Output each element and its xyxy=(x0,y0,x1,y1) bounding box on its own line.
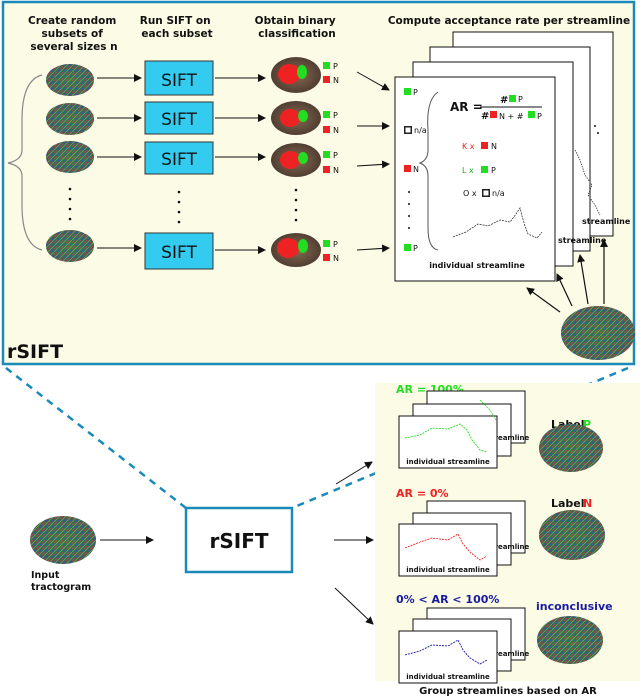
header-binary-classification: Obtain binary classification xyxy=(255,15,340,40)
arrows-rsift-to-groups xyxy=(334,461,374,625)
group-rejected: AR = 0% streamline individual streamline… xyxy=(396,487,605,577)
full-tractogram-brain-top xyxy=(561,306,635,360)
group-accepted: AR = 100% streamline individual streamli… xyxy=(396,383,603,472)
group-inconclusive: 0% < AR < 100% streamline individual str… xyxy=(396,593,613,684)
sift-box-3: SIFT xyxy=(144,141,214,175)
arrows-to-sift xyxy=(97,74,142,252)
front-card-label: individual streamline xyxy=(429,261,525,270)
svg-text:streamline: streamline xyxy=(487,434,530,442)
front-streamline-path xyxy=(452,207,543,239)
tractogram-subset-brain-1 xyxy=(46,64,94,96)
svg-text:P: P xyxy=(333,111,338,120)
formula-lhs: AR = xyxy=(450,100,483,114)
input-tractogram-label: Input tractogram xyxy=(31,570,91,593)
classified-brain-4 xyxy=(271,233,321,267)
svg-text:streamline: streamline xyxy=(487,650,530,658)
svg-text:SIFT: SIFT xyxy=(161,71,197,91)
sift-box-2: SIFT xyxy=(144,101,214,135)
svg-text:N: N xyxy=(333,254,339,263)
header-create-subsets: Create random subsets of several sizes n xyxy=(28,15,120,53)
classified-brain-2 xyxy=(271,101,321,135)
tractogram-subset-brain-2 xyxy=(46,103,94,135)
sift-box-1: SIFT xyxy=(144,60,214,96)
svg-text:n/a: n/a xyxy=(414,126,427,135)
group-rejected-ar: AR = 0% xyxy=(396,487,449,500)
header-acceptance-rate: Compute acceptance rate per streamline xyxy=(388,15,630,27)
input-tractogram-brain xyxy=(30,516,96,564)
count-k: K x xyxy=(462,142,475,151)
svg-text:N: N xyxy=(333,76,339,85)
front-streamline-card: P n/a N P AR = # P # N + # P K x N L x P… xyxy=(404,88,543,270)
svg-text:P: P xyxy=(413,88,418,97)
svg-text:N: N xyxy=(413,165,419,174)
svg-text:SIFT: SIFT xyxy=(161,110,197,130)
group-rejected-label: Label xyxy=(551,497,585,510)
formula-den-a: # xyxy=(481,111,489,122)
classification-legend-1: P N xyxy=(323,62,339,85)
svg-text:individual streamline: individual streamline xyxy=(406,566,490,574)
formula-numerator-p: P xyxy=(518,95,523,104)
back-card-label-2: streamline xyxy=(558,236,607,245)
svg-text:P: P xyxy=(413,244,418,253)
classification-legend-4: P N xyxy=(323,240,339,263)
svg-text:N: N xyxy=(333,166,339,175)
svg-text:P: P xyxy=(333,151,338,160)
subset-brace xyxy=(7,74,43,251)
svg-text:N: N xyxy=(583,497,592,510)
svg-text:rSIFT: rSIFT xyxy=(209,529,268,553)
svg-text:P: P xyxy=(333,240,338,249)
header-run-sift: Run SIFT on each subset xyxy=(140,15,215,40)
formula-den-p: P xyxy=(537,112,542,121)
arrows-to-cards xyxy=(356,71,390,253)
svg-text:P: P xyxy=(583,418,591,431)
arrows-brain-to-cards xyxy=(526,239,608,313)
classification-legend-3: P N xyxy=(323,151,339,175)
classification-legend-2: P N xyxy=(323,111,339,135)
classified-brain-3 xyxy=(271,143,321,177)
svg-text:N: N xyxy=(491,142,497,151)
rsift-box: rSIFT xyxy=(184,506,294,574)
svg-text:n/a: n/a xyxy=(492,189,505,198)
svg-text:SIFT: SIFT xyxy=(161,243,197,263)
svg-text:P: P xyxy=(333,62,338,71)
sift-box-4: SIFT xyxy=(144,232,214,270)
back-card-label-1: streamline xyxy=(582,217,631,226)
group-inconclusive-label: inconclusive xyxy=(536,600,613,613)
formula-numerator: # xyxy=(500,95,508,106)
rsift-panel-label: rSIFT xyxy=(7,341,63,363)
svg-text:P: P xyxy=(491,166,496,175)
count-o: O x xyxy=(463,189,477,198)
svg-text:individual streamline: individual streamline xyxy=(406,673,490,681)
group-inconclusive-ar: 0% < AR < 100% xyxy=(396,593,499,606)
groups-footer: Group streamlines based on AR xyxy=(419,686,597,697)
count-l: L x xyxy=(462,166,474,175)
streamline-card-stack: streamline streamline xyxy=(394,31,631,282)
svg-text:individual streamline: individual streamline xyxy=(406,458,490,466)
tractogram-subset-brain-4 xyxy=(46,230,94,262)
arrows-to-classification xyxy=(215,74,266,254)
classified-brain-1 xyxy=(271,57,321,93)
formula-den-b: N + # xyxy=(499,112,524,121)
svg-text:streamline: streamline xyxy=(487,543,530,551)
svg-text:SIFT: SIFT xyxy=(161,150,197,170)
tractogram-subset-brain-3 xyxy=(46,141,94,173)
svg-text:N: N xyxy=(333,126,339,135)
ellipsis-dots xyxy=(68,187,298,224)
